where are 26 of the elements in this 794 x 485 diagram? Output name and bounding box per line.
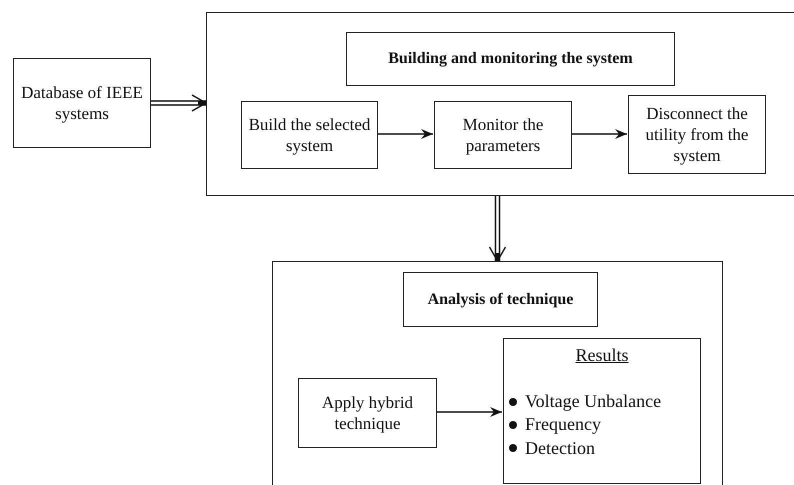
- process-box: [298, 378, 437, 448]
- box-label: Database of IEEE systems: [20, 82, 144, 124]
- arrow: [377, 129, 433, 139]
- process-box: [13, 58, 151, 148]
- process-box: [241, 101, 378, 169]
- box-label: Apply hybrid technique: [320, 392, 414, 434]
- box-label: Disconnect the utility from the system: [644, 102, 750, 166]
- group-box: [206, 12, 794, 196]
- process-box: [434, 101, 572, 169]
- results-box: [503, 338, 701, 484]
- arrow: [436, 407, 502, 417]
- double-arrow: [151, 94, 207, 112]
- group-box: [272, 261, 723, 485]
- section-heading: Analysis of technique: [428, 290, 574, 310]
- process-box: [403, 272, 598, 327]
- result-item: Frequency: [525, 413, 601, 436]
- section-heading: Building and monitoring the system: [388, 49, 633, 69]
- double-arrow: [488, 196, 506, 262]
- process-box: [628, 95, 766, 174]
- result-item: Detection: [525, 436, 595, 460]
- process-box: [346, 32, 675, 86]
- arrow: [571, 129, 627, 139]
- results-heading: Results: [575, 345, 628, 366]
- result-item: Voltage Unbalance: [525, 390, 662, 413]
- box-label: Monitor the parameters: [462, 114, 544, 156]
- box-label: Build the selected system: [248, 114, 372, 156]
